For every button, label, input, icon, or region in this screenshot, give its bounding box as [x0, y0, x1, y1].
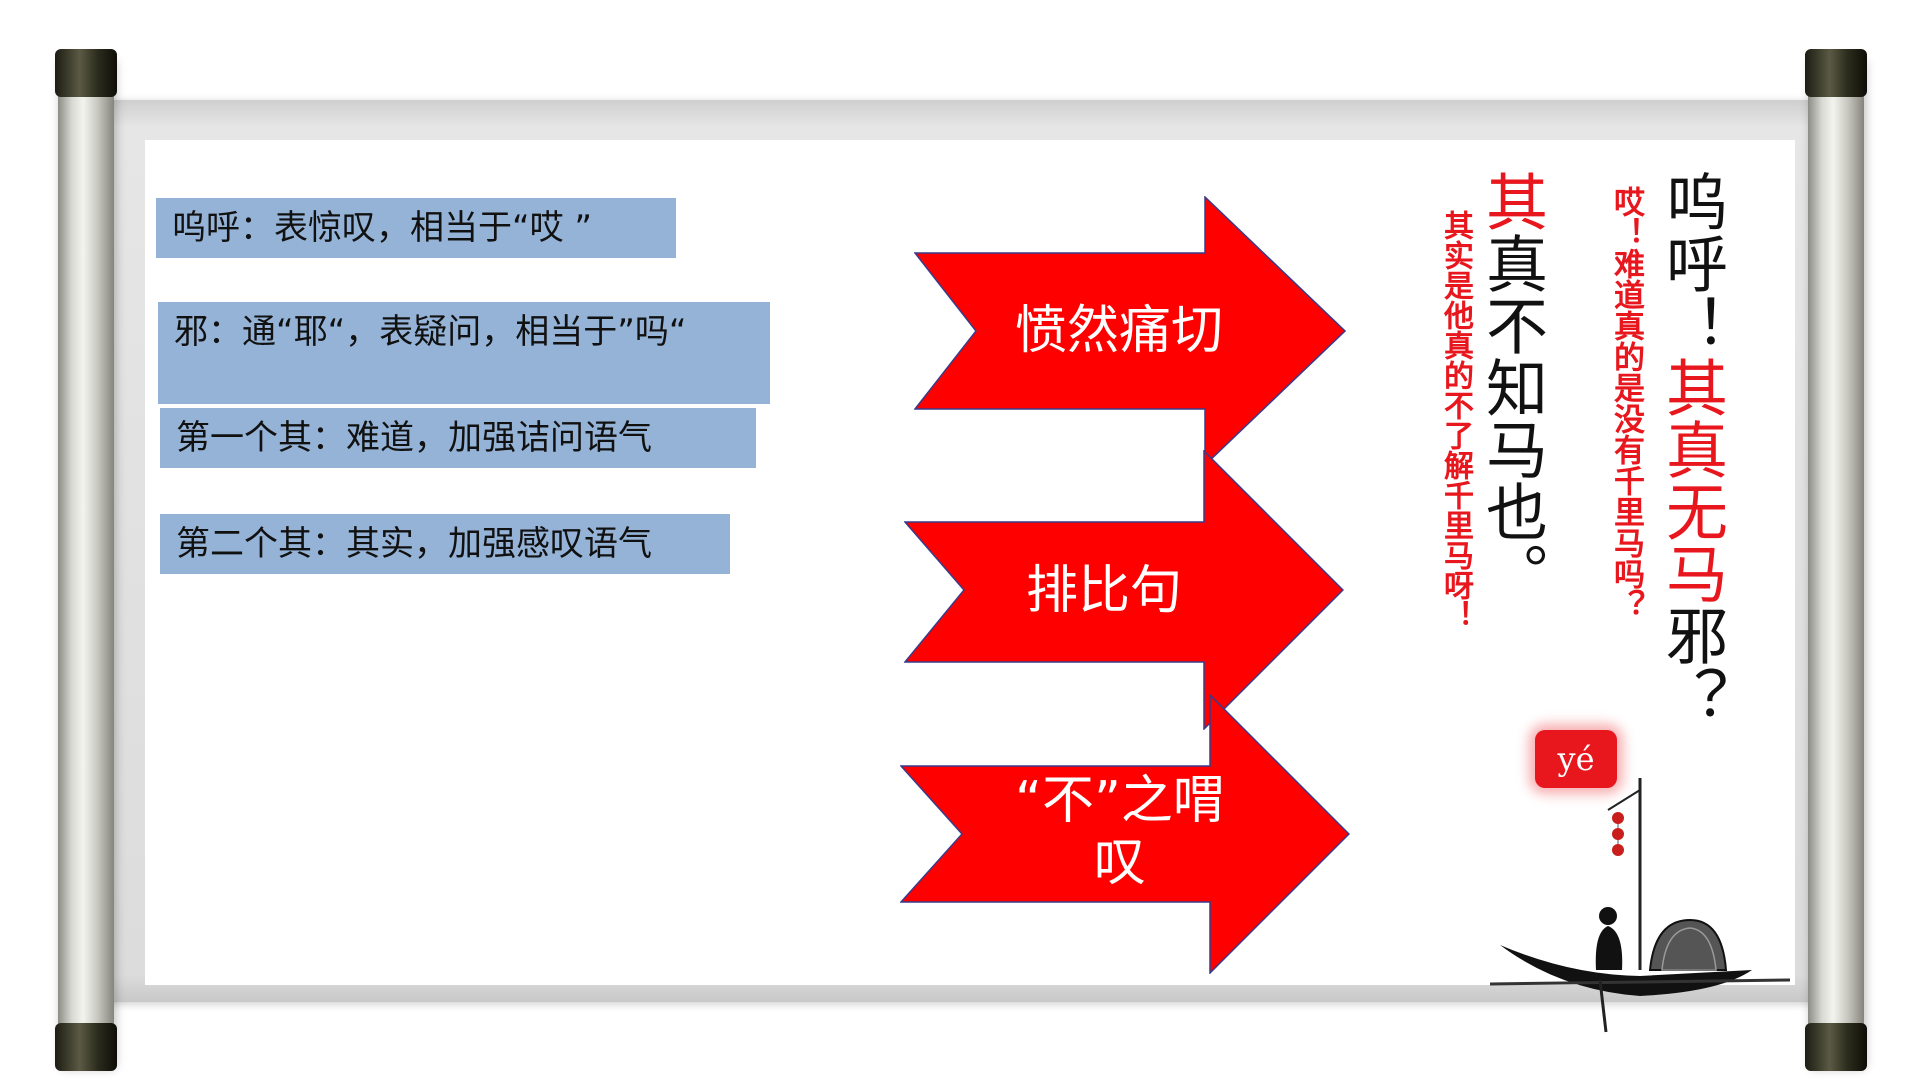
boat-ink-painting-icon: [1490, 778, 1791, 1033]
vertical-translation-1: 哎！难道真的是没有千里马吗？: [1608, 186, 1644, 620]
quote-part: 其真无马: [1655, 356, 1728, 604]
arrow-shape: 愤然痛切: [914, 196, 1346, 466]
arrow-shape: 排比句: [904, 450, 1344, 730]
definition-box: 第一个其：难道，加强诘问语气: [160, 408, 756, 468]
roller-cap: [1805, 49, 1867, 97]
quote-part: 邪？: [1655, 604, 1728, 728]
arrow-label: 排比句: [1025, 561, 1182, 621]
quote-part: 呜呼！: [1655, 170, 1728, 356]
vertical-translation-2: 其实是他真的不了解千里马呀！: [1438, 210, 1473, 630]
arrow-label: 愤然痛切: [1014, 301, 1223, 361]
quote-part: 真不知马也。: [1475, 232, 1548, 604]
roller-cap: [1805, 1023, 1867, 1071]
definition-box: 第二个其：其实，加强感叹语气: [160, 514, 730, 574]
scroll-roller-right: [1805, 49, 1867, 1071]
definition-box: 邪：通“耶“，表疑问，相当于”吗“: [158, 302, 770, 404]
quote-part: 其: [1475, 170, 1548, 232]
arrow-svg: [900, 694, 1350, 974]
arrow-svg: [904, 450, 1344, 730]
definition-box: 呜呼：表惊叹，相当于“哎 ”: [156, 198, 676, 258]
vertical-quote-2: 其真不知马也。: [1475, 170, 1548, 604]
arrow-label: “不”之喟叹: [1015, 771, 1225, 893]
pinyin-badge: yé: [1535, 730, 1617, 788]
arrow-shape: “不”之喟叹: [900, 694, 1350, 974]
scroll-roller-left: [55, 49, 117, 1071]
roller-cap: [55, 49, 117, 97]
roller-cap: [55, 1023, 117, 1071]
vertical-quote-1: 呜呼！其真无马邪？: [1655, 170, 1728, 728]
